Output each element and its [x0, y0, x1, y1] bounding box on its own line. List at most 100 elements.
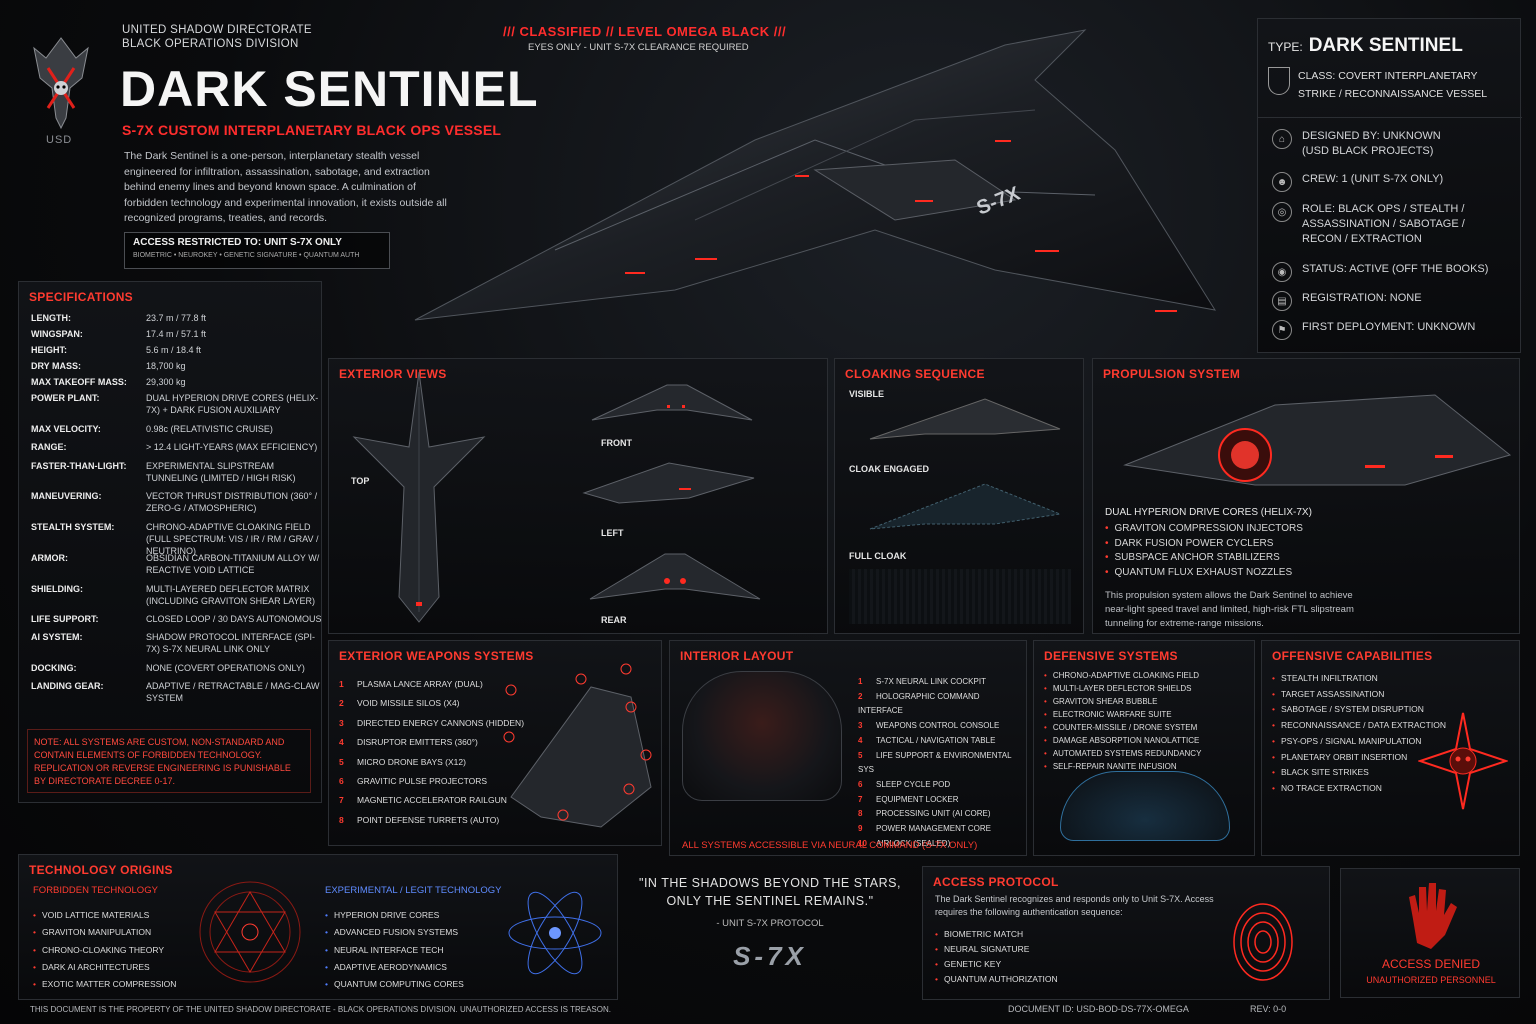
- offensive-item: PLANETARY ORBIT INSERTION: [1272, 750, 1446, 766]
- exterior-views-panel: EXTERIOR VIEWS TOP FRONT LEFT REAR: [328, 358, 828, 634]
- logo-text: USD: [46, 134, 73, 146]
- legit-item: ADVANCED FUSION SYSTEMS: [325, 924, 464, 941]
- spec-value: DUAL HYPERION DRIVE CORES (HELIX-7X) + D…: [146, 393, 319, 415]
- type-info-panel: TYPE: DARK SENTINEL CLASS: COVERT INTERP…: [1257, 18, 1522, 353]
- spec-key: DRY MASS:: [31, 361, 82, 371]
- access-restricted-box: ACCESS RESTRICTED TO: UNIT S-7X ONLY BIO…: [124, 232, 390, 269]
- classified-banner: /// CLASSIFIED // LEVEL OMEGA BLACK ///: [503, 24, 787, 39]
- cloak-visible-label: VISIBLE: [849, 389, 885, 399]
- spec-value: 23.7 m / 77.8 ft: [146, 313, 207, 323]
- offensive-item: PSY-OPS / SIGNAL MANIPULATION: [1272, 734, 1446, 750]
- interior-label: EQUIPMENT LOCKER: [876, 794, 959, 804]
- registration-row: ▤ REGISTRATION: NONE: [1272, 291, 1512, 311]
- designed-by-row: ⌂ DESIGNED BY: UNKNOWN(USD BLACK PROJECT…: [1272, 129, 1512, 159]
- offensive-item: TARGET ASSASSINATION: [1272, 687, 1446, 703]
- forbidden-item: DARK AI ARCHITECTURES: [33, 959, 176, 976]
- legit-list: HYPERION DRIVE CORES ADVANCED FUSION SYS…: [325, 907, 464, 993]
- weapon-label: VOID MISSILE SILOS (X4): [357, 698, 460, 709]
- interior-render: [682, 671, 842, 801]
- access-title: ACCESS PROTOCOL: [933, 875, 1059, 889]
- status-row: ◉ STATUS: ACTIVE (OFF THE BOOKS): [1272, 262, 1512, 282]
- defensive-item: ELECTRONIC WARFARE SUITE: [1044, 708, 1201, 721]
- spec-note-text: NOTE: ALL SYSTEMS ARE CUSTOM, NON-STANDA…: [34, 737, 291, 786]
- weapon-label: GRAVITIC PULSE PROJECTORS: [357, 776, 488, 787]
- interior-label: PROCESSING UNIT (AI CORE): [876, 809, 991, 819]
- cloak-visible-ship: [869, 398, 1061, 440]
- intro-text: The Dark Sentinel is a one-person, inter…: [124, 150, 447, 224]
- spec-value: OBSIDIAN CARBON-TITANIUM ALLOY W/ REACTI…: [146, 553, 320, 575]
- spec-key: MAX VELOCITY:: [31, 424, 101, 434]
- propulsion-item: QUANTUM FLUX EXHAUST NOZZLES: [1105, 566, 1303, 581]
- s7x-emblem: S-7X: [733, 941, 807, 971]
- defensive-title: DEFENSIVE SYSTEMS: [1044, 649, 1178, 663]
- full-cloak-field: [849, 569, 1071, 624]
- legit-item: ADAPTIVE AERODYNAMICS: [325, 959, 464, 976]
- spec-key: HEIGHT:: [31, 345, 67, 355]
- spec-key: RANGE:: [31, 442, 67, 452]
- spec-value: 0.98c (RELATIVISTIC CRUISE): [146, 424, 273, 434]
- propulsion-item: SUBSPACE ANCHOR STABILIZERS: [1105, 551, 1303, 566]
- access-desc: The Dark Sentinel recognizes and respond…: [935, 894, 1214, 917]
- spec-value: VECTOR THRUST DISTRIBUTION (360° / ZERO-…: [146, 491, 318, 513]
- access-panel: ACCESS PROTOCOL The Dark Sentinel recogn…: [922, 866, 1330, 1000]
- page-subtitle: S-7X CUSTOM INTERPLANETARY BLACK OPS VES…: [122, 122, 502, 138]
- interior-label: SLEEP CYCLE POD: [876, 779, 951, 789]
- access-item: NEURAL SIGNATURE: [935, 942, 1058, 957]
- interior-label: LIFE SUPPORT & ENVIRONMENTAL SYS: [858, 750, 1012, 775]
- propulsion-head: DUAL HYPERION DRIVE CORES (HELIX-7X): [1105, 507, 1312, 518]
- propulsion-ship: [1123, 394, 1512, 486]
- interior-label: POWER MANAGEMENT CORE: [876, 824, 991, 834]
- left-view-label: LEFT: [601, 528, 624, 538]
- fingerprint-icon: [1233, 903, 1293, 981]
- status-icon: ◉: [1272, 262, 1292, 282]
- front-view-label: FRONT: [601, 438, 632, 448]
- type-line: TYPE: DARK SENTINEL: [1268, 35, 1463, 57]
- spec-key: AI SYSTEM:: [31, 632, 83, 642]
- ship-rear-view: [589, 553, 761, 600]
- propulsion-list: GRAVITON COMPRESSION INJECTORS DARK FUSI…: [1105, 522, 1303, 580]
- org-line-1: UNITED SHADOW DIRECTORATE: [122, 24, 312, 36]
- compass-icon: ⌂: [1272, 129, 1292, 149]
- role-text-2: ASSASSINATION / SABOTAGE / RECON / EXTRA…: [1302, 218, 1465, 245]
- defensive-item: AUTOMATED SYSTEMS REDUNDANCY: [1044, 747, 1202, 760]
- spec-key: FASTER-THAN-LIGHT:: [31, 461, 127, 471]
- class-line: CLASS: COVERT INTERPLANETARY STRIKE / RE…: [1268, 67, 1487, 103]
- defensive-item: GRAVITON SHEAR BUBBLE: [1044, 695, 1201, 708]
- forbidden-item: VOID LATTICE MATERIALS: [33, 907, 176, 924]
- legit-item: HYPERION DRIVE CORES: [325, 907, 464, 924]
- access-restricted-title: ACCESS RESTRICTED TO: UNIT S-7X ONLY: [133, 237, 342, 248]
- spec-value: 29,300 kg: [146, 377, 186, 387]
- defensive-item: DAMAGE ABSORPTION NANOLATTICE: [1044, 734, 1201, 747]
- crew-row: ☻ CREW: 1 (UNIT S-7X ONLY): [1272, 172, 1512, 192]
- registry-icon: ▤: [1272, 291, 1292, 311]
- propulsion-title: PROPULSION SYSTEM: [1103, 367, 1241, 381]
- registration-text: REGISTRATION: NONE: [1302, 292, 1422, 304]
- spec-key: MANEUVERING:: [31, 491, 102, 501]
- spec-key: STEALTH SYSTEM:: [31, 522, 115, 532]
- offensive-item: BLACK SITE STRIKES: [1272, 765, 1446, 781]
- atom-icon: [508, 891, 602, 975]
- interior-label: TACTICAL / NAVIGATION TABLE: [876, 735, 996, 745]
- interior-label: HOLOGRAPHIC COMMAND INTERFACE: [858, 691, 980, 716]
- specifications-panel: SPECIFICATIONS LENGTH:23.7 m / 77.8 ft W…: [18, 281, 322, 803]
- interior-label: S-7X NEURAL LINK COCKPIT: [876, 677, 986, 686]
- forbidden-item: CHRONO-CLOAKING THEORY: [33, 942, 176, 959]
- shield-icon: [1268, 67, 1290, 95]
- defensive-item: MULTI-LAYER DEFLECTOR SHIELDS: [1044, 682, 1201, 695]
- cloak-engaged-label: CLOAK ENGAGED: [849, 464, 930, 474]
- spec-value: CLOSED LOOP / 30 DAYS AUTONOMOUS: [146, 614, 322, 624]
- access-denied-text: ACCESS DENIED: [1381, 957, 1481, 971]
- weapon-label: DISRUPTOR EMITTERS (360°): [357, 737, 478, 748]
